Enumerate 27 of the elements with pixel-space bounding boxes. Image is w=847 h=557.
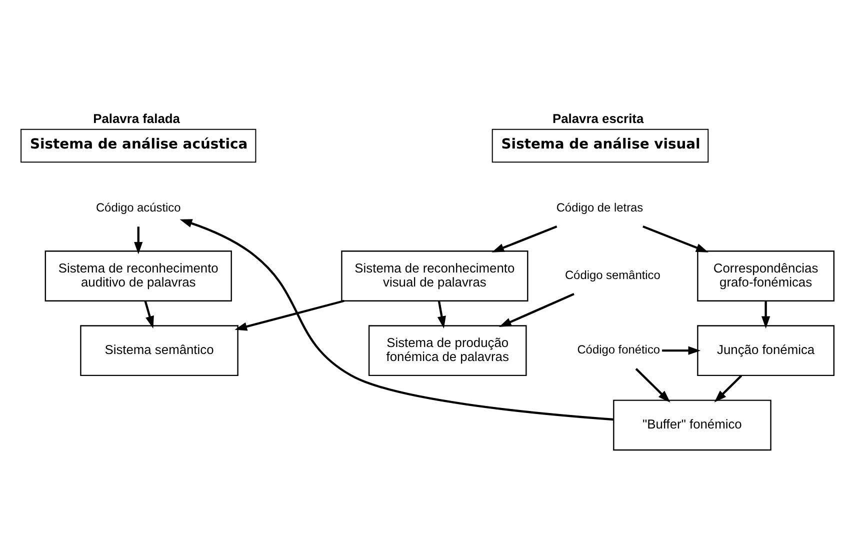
node-text: Código fonético xyxy=(577,342,660,357)
arrow xyxy=(234,300,344,331)
node-label: Palavra falada xyxy=(93,110,180,126)
node-box: "Buffer" fonémico xyxy=(613,400,772,451)
node-text: Código semântico xyxy=(564,268,660,282)
node-box: Sistema semântico xyxy=(80,325,238,376)
node-box: Correspondências grafo-fonémicas xyxy=(697,250,834,302)
arrow xyxy=(714,374,742,402)
node-box: Sistema de reconhecimento visual de palavras xyxy=(341,250,528,302)
arrow xyxy=(635,368,670,403)
arrow xyxy=(144,300,154,328)
node-text: Código de letras xyxy=(556,200,644,214)
arrow xyxy=(437,300,446,329)
node-box: Sistema de análise visual xyxy=(492,128,709,163)
node-label: Palavra escrita xyxy=(552,110,644,126)
node-box: Junção fonémica xyxy=(697,325,834,376)
node-box: Sistema de produção fonémica de palavras xyxy=(368,325,527,376)
arrow xyxy=(498,293,574,327)
node-box: Sistema de reconhecimento auditivo de palavras xyxy=(44,250,232,302)
arrow xyxy=(662,346,701,355)
arrow xyxy=(761,301,770,329)
arrow xyxy=(642,225,708,252)
arrow xyxy=(180,219,614,421)
arrow xyxy=(492,225,558,252)
node-text: Código acústico xyxy=(96,200,181,214)
arrow xyxy=(134,226,143,254)
node-box: Sistema de análise acústica xyxy=(20,128,256,163)
